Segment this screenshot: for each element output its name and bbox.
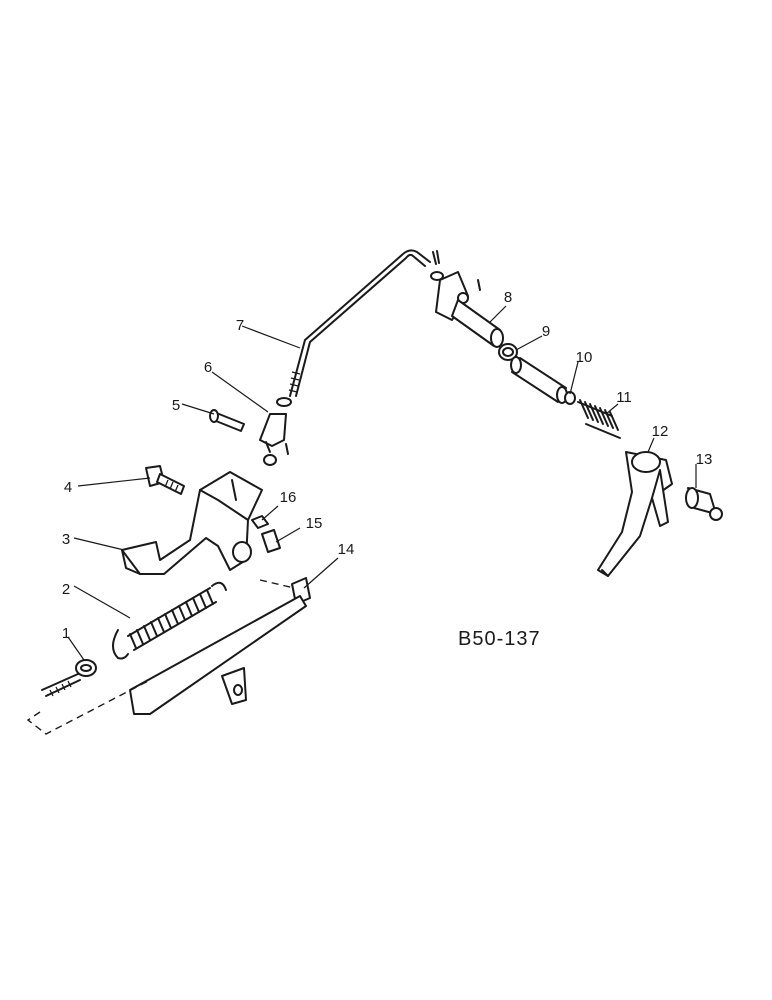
callout-1: 1 <box>62 625 70 642</box>
callout-11: 11 <box>616 389 632 406</box>
callout-3: 3 <box>62 531 70 548</box>
assembly-line-pedal-lever <box>259 579 295 589</box>
part-3-pedal <box>121 471 263 575</box>
leader-lines <box>67 305 697 661</box>
callout-16: 16 <box>280 489 297 506</box>
part-15-screw <box>261 529 281 553</box>
callout-4: 4 <box>64 479 72 496</box>
callout-6: 6 <box>204 359 212 376</box>
callout-13: 13 <box>696 451 713 468</box>
part-4-bolt <box>145 465 185 495</box>
callout-10: 10 <box>576 349 593 366</box>
assembly-line-eye-bolt <box>26 679 151 735</box>
part-12-shift-fork <box>597 451 673 577</box>
part-11-spring <box>577 399 621 439</box>
part-2-tension-spring <box>112 581 227 660</box>
drawing-reference-code: B50-137 <box>458 628 541 650</box>
sleeve-spacer <box>510 356 568 404</box>
part-6-clevis <box>259 397 292 466</box>
callout-5: 5 <box>172 397 180 414</box>
callout-15: 15 <box>306 515 323 532</box>
part-5-clevis-pin <box>209 409 245 432</box>
callout-7: 7 <box>236 317 244 334</box>
callout-14: 14 <box>338 541 355 558</box>
callout-12: 12 <box>652 423 669 440</box>
part-14-lever-bar <box>129 577 311 715</box>
callout-2: 2 <box>62 581 70 598</box>
callout-9: 9 <box>542 323 550 340</box>
part-8-pivot-shaft <box>435 271 504 348</box>
callout-labels: 1 2 3 4 5 6 7 8 9 10 11 12 13 14 15 16 <box>62 289 713 642</box>
callout-8: 8 <box>504 289 512 306</box>
part-7-shift-rod <box>288 249 431 397</box>
cotter-pin-top <box>430 250 444 281</box>
part-13-collar <box>685 487 723 521</box>
part-16-nut <box>251 515 269 529</box>
part-1-eye-bolt <box>41 659 97 697</box>
part-9-washer <box>498 343 518 361</box>
